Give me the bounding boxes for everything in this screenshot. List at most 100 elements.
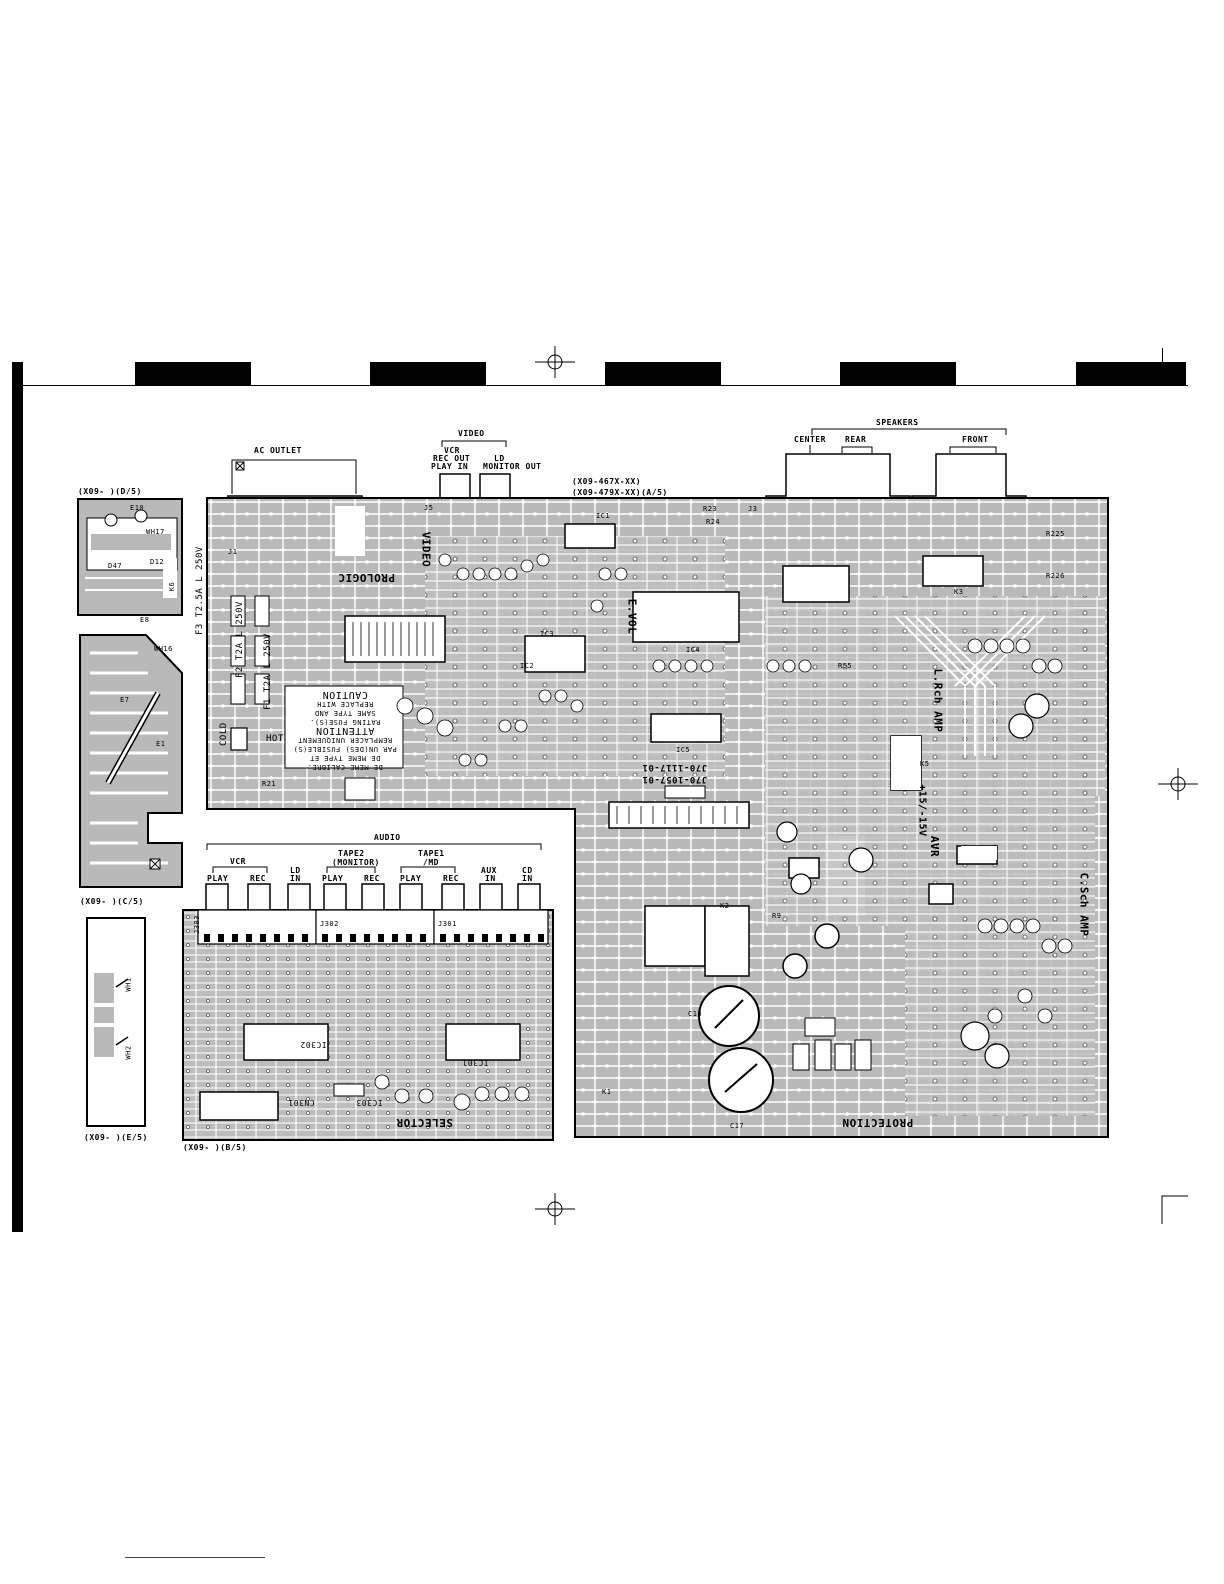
label-board-c: (X09- )(C/5) xyxy=(80,897,144,906)
label-board-d: (X09- )(D/5) xyxy=(78,487,142,496)
ref-r9: R9 xyxy=(772,912,782,920)
ref-j301: J301 xyxy=(438,920,457,928)
ref-j302: J302 xyxy=(320,920,339,928)
label-cd-in-2: IN xyxy=(522,874,533,883)
ref-ic303: IC303 xyxy=(356,1098,383,1107)
text-protection: PROTECTION xyxy=(842,1116,914,1129)
board-e xyxy=(86,917,146,1127)
label-vcr-rec-out-1: VCR xyxy=(444,446,460,455)
ref-j1: J1 xyxy=(228,548,238,556)
text-j70-b: J70-1057-01 xyxy=(642,774,708,784)
caution-line-5: DE MEME CALIBRE. xyxy=(307,763,383,771)
attention-title: ATTENTION xyxy=(315,725,375,736)
ref-ic1: IC1 xyxy=(596,512,611,520)
registration-block-2 xyxy=(370,362,486,385)
crosshair-right xyxy=(1158,768,1198,800)
top-rule xyxy=(12,385,1188,386)
registration-block-1 xyxy=(135,362,251,385)
label-vcr-play: PLAY xyxy=(207,874,229,883)
label-tape2-2: (MONITOR) xyxy=(332,858,380,867)
label-tape2-rec: REC xyxy=(364,874,380,883)
label-tape2-1: TAPE2 xyxy=(338,849,365,858)
text-csch-amp: C.Sch AMP xyxy=(1077,872,1091,937)
label-vcr: VCR xyxy=(230,857,246,866)
caution-line-3: PAR UN(DES) FUSIBLE(S) xyxy=(293,745,397,753)
hot-label: HOT xyxy=(266,734,284,744)
ref-r226: R226 xyxy=(1046,572,1065,580)
ref-j303: J303 xyxy=(192,915,201,934)
label-board-e: (X09- )(E/5) xyxy=(84,1133,148,1142)
crosshair-bottom xyxy=(535,1193,575,1225)
text-j70-a: J70-1117-01 xyxy=(642,762,708,772)
ref-e1: E1 xyxy=(156,740,166,748)
label-cd-in-1: CD xyxy=(522,866,533,875)
ref-d12: D12 xyxy=(150,558,165,566)
label-tape1-2: /MD xyxy=(423,858,439,867)
board-b xyxy=(182,883,554,1141)
ref-d47: D47 xyxy=(108,562,123,570)
label-model-2: (X09-479X-XX)(A/5) xyxy=(572,488,668,497)
ref-cn301: CN301 xyxy=(288,1098,315,1107)
ref-k3: K3 xyxy=(954,588,964,596)
registration-block-4 xyxy=(840,362,956,385)
caution-replace: REPLACE WITH xyxy=(316,700,374,708)
text-volt-avr: +15/-15V xyxy=(916,784,928,837)
text-prologic: PROLOGIC xyxy=(338,571,395,584)
ref-j5: J5 xyxy=(424,504,434,512)
label-tape1-play: PLAY xyxy=(400,874,422,883)
fuse-f1-label: F1 T2A L 250V xyxy=(263,633,273,710)
ref-c17: C17 xyxy=(730,1122,745,1130)
label-ld-in-1: LD xyxy=(290,866,301,875)
crosshair-top xyxy=(535,346,575,378)
main-board-a xyxy=(206,497,1109,1138)
ref-c18: C18 xyxy=(688,1010,703,1018)
video-bracket xyxy=(441,440,507,447)
ref-wh16: WH16 xyxy=(154,645,173,653)
text-e-vol: E.VOL xyxy=(625,598,639,635)
ref-e10: E10 xyxy=(130,504,145,512)
corner-tick-top xyxy=(1162,348,1163,378)
ref-wh1: WH1 xyxy=(124,977,133,992)
label-rear: REAR xyxy=(845,435,867,444)
ref-wh17: WH17 xyxy=(146,528,165,536)
caution-rating: RATING FUSE(S). xyxy=(309,718,381,726)
ref-e8: E8 xyxy=(140,616,150,624)
audio-bracket xyxy=(206,843,542,850)
ref-r21: R21 xyxy=(262,780,277,788)
caution-line-2: REMPLACER UNIQUEMENT xyxy=(297,736,393,744)
text-avr: AVR xyxy=(928,835,942,858)
label-tape1-rec: REC xyxy=(443,874,459,883)
ref-k5: K5 xyxy=(920,760,930,768)
audio-sub-brackets xyxy=(212,866,456,873)
board-c xyxy=(79,634,183,888)
label-vcr-rec: REC xyxy=(250,874,266,883)
ref-e7: E7 xyxy=(120,696,130,704)
caution-same: SAME TYPE AND xyxy=(314,709,376,717)
label-front: FRONT xyxy=(962,435,989,444)
label-vcr-rec-out-2: REC OUT xyxy=(433,454,471,463)
ref-ic5: IC5 xyxy=(676,746,691,754)
label-speakers: SPEAKERS xyxy=(876,418,919,427)
binding-edge xyxy=(22,362,23,1232)
label-ld-monitor-1: LD xyxy=(494,454,505,463)
label-aux-in-1: AUX xyxy=(481,866,497,875)
ac-outlet-bracket xyxy=(231,459,357,494)
ref-k2: K2 xyxy=(720,902,730,910)
caution-title: CAUTION xyxy=(322,689,368,700)
fuse-f3-label: F3 T2.5A L 250V xyxy=(195,546,205,635)
text-video-sel: VIDEO xyxy=(419,531,433,568)
ref-ic301: IC301 xyxy=(462,1058,489,1067)
caution-notice: DE MEME CALIBRE. DE MEME TYPE ET PAR UN(… xyxy=(286,689,404,771)
ref-r23: R23 xyxy=(703,505,718,513)
speakers-bracket xyxy=(811,428,1007,435)
ref-wh2: WH2 xyxy=(124,1045,133,1060)
label-audio: AUDIO xyxy=(374,833,401,842)
ref-ic2: IC2 xyxy=(520,662,535,670)
ref-ic3: IC3 xyxy=(540,630,555,638)
ref-j3: J3 xyxy=(748,505,758,513)
label-board-b: (X09- )(B/5) xyxy=(183,1143,247,1152)
label-aux-in-2: IN xyxy=(485,874,496,883)
label-ac-outlet: AC OUTLET xyxy=(254,446,302,455)
registration-block-5 xyxy=(1076,362,1186,385)
corner-mark-bottom-right xyxy=(1161,1195,1188,1224)
